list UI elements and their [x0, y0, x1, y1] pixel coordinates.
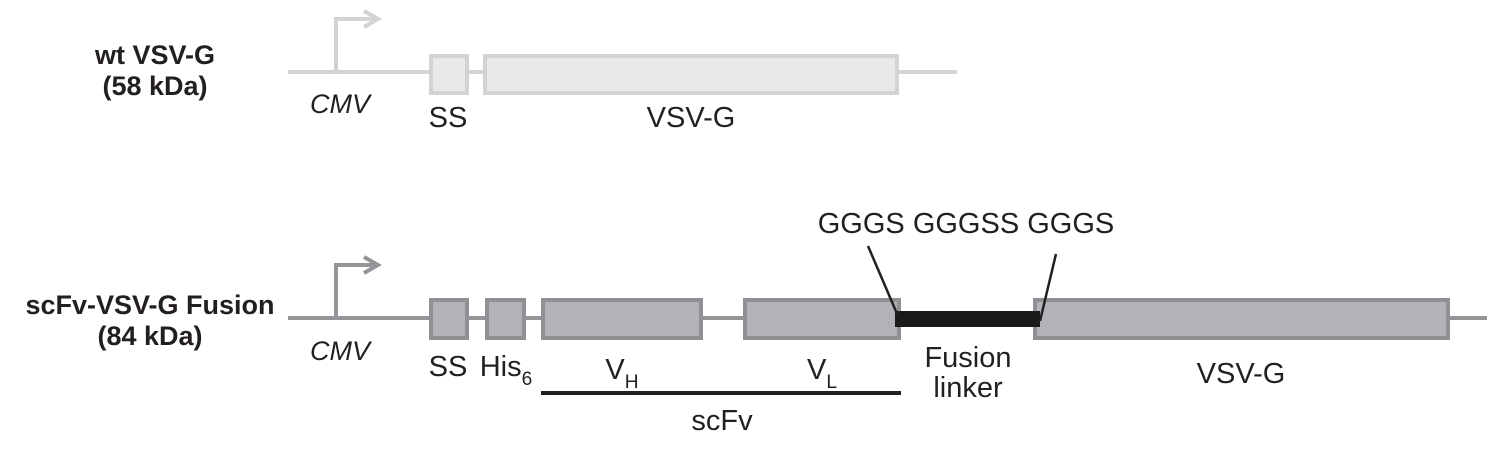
- vl-base-text: V: [807, 354, 827, 386]
- fusion-vl-box: [743, 298, 901, 340]
- his-tag-subscript: 6: [521, 368, 533, 390]
- fusion-promoter-label: CMV: [310, 336, 370, 366]
- wt-construct-title-line1: wt VSV-G: [94, 40, 216, 70]
- fusion-construct-title: scFv-VSV-G Fusion (84 kDa): [0, 290, 300, 352]
- scfv-bracket-line: [541, 391, 901, 395]
- wt-vsvg-label: VSV-G: [646, 102, 736, 134]
- wt-promoter-arrow-icon: [334, 9, 383, 74]
- fusion-linker-label-line1: Fusion: [924, 342, 1012, 374]
- linker-sequence-annotation: GGGS GGGSS GGGS: [817, 208, 1115, 240]
- fusion-linker-label-line2: linker: [933, 372, 1003, 404]
- fusion-vh-label: VH: [572, 355, 672, 396]
- vh-base-text: V: [605, 354, 625, 386]
- wt-construct-mass: (58 kDa): [102, 71, 208, 101]
- wt-signal-sequence-label: SS: [428, 102, 468, 134]
- linker-annotation-pointer-lines: [866, 245, 1058, 322]
- fusion-linker-label: Fusion linker: [908, 343, 1028, 403]
- fusion-construct-title-line1: scFv-VSV-G Fusion: [25, 290, 275, 320]
- fusion-signal-sequence-box: [429, 298, 469, 340]
- wt-vsvg-box: [483, 54, 899, 95]
- fusion-promoter-arrow-icon: [334, 255, 383, 320]
- vh-subscript: H: [624, 371, 639, 393]
- fusion-vl-label: VL: [772, 355, 872, 396]
- fusion-his-tag-box: [485, 298, 526, 340]
- fusion-signal-sequence-label: SS: [428, 351, 468, 383]
- fusion-his-tag-label: His6: [466, 352, 546, 393]
- scfv-bracket-label: scFv: [691, 405, 753, 437]
- fusion-construct-mass: (84 kDa): [97, 321, 203, 351]
- wt-signal-sequence-box: [429, 54, 469, 95]
- fusion-vsvg-label: VSV-G: [1196, 358, 1286, 390]
- fusion-linker-bar: [895, 311, 1040, 327]
- wt-construct-title: wt VSV-G (58 kDa): [10, 40, 300, 102]
- vl-subscript: L: [826, 371, 837, 393]
- fusion-vsvg-box: [1033, 298, 1450, 340]
- wt-promoter-label: CMV: [310, 89, 370, 119]
- his-tag-base-text: His: [479, 351, 522, 383]
- fusion-vh-box: [541, 298, 703, 340]
